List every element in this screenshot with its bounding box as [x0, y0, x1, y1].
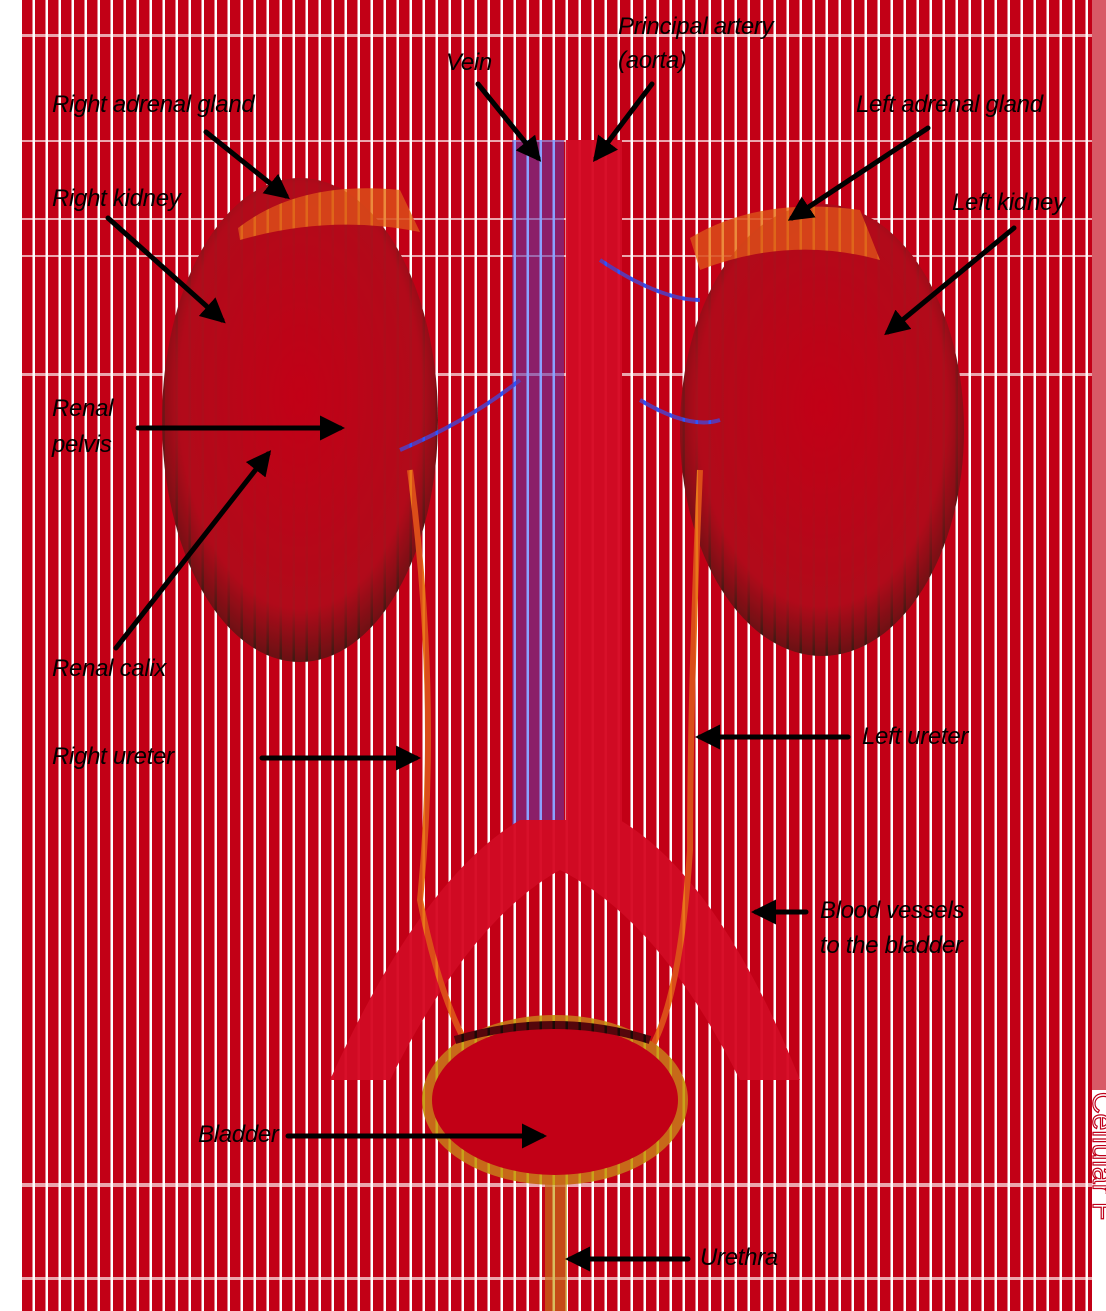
side-watermark: Cellular F [1089, 1092, 1106, 1311]
label-principal-artery-line1: Principal artery [618, 10, 773, 44]
label-urethra: Urethra [700, 1241, 778, 1275]
side-watermark-text: Cellular F [1089, 1092, 1106, 1220]
label-vein: Vein [446, 46, 492, 80]
right-edge-band [1092, 0, 1106, 1090]
label-left-kidney: Left kidney [952, 186, 1065, 220]
label-renal-pelvis-line1: Renal [52, 392, 113, 426]
label-renal-calix: Renal calix [52, 652, 166, 686]
label-left-ureter: Left ureter [862, 720, 968, 754]
label-bladder: Bladder [198, 1118, 279, 1152]
label-left-adrenal-gland: Left adrenal gland [856, 88, 1043, 122]
label-renal-pelvis-line2: pelvis [52, 428, 112, 462]
label-blood-vessels-line2: to the bladder [820, 929, 963, 963]
label-principal-artery-line2: (aorta) [618, 44, 687, 78]
label-blood-vessels-line1: Blood vessels [820, 894, 964, 928]
label-right-ureter: Right ureter [52, 740, 174, 774]
label-right-adrenal-gland: Right adrenal gland [52, 88, 254, 122]
label-right-kidney: Right kidney [52, 182, 180, 216]
stripe-overlay [22, 0, 1092, 1311]
